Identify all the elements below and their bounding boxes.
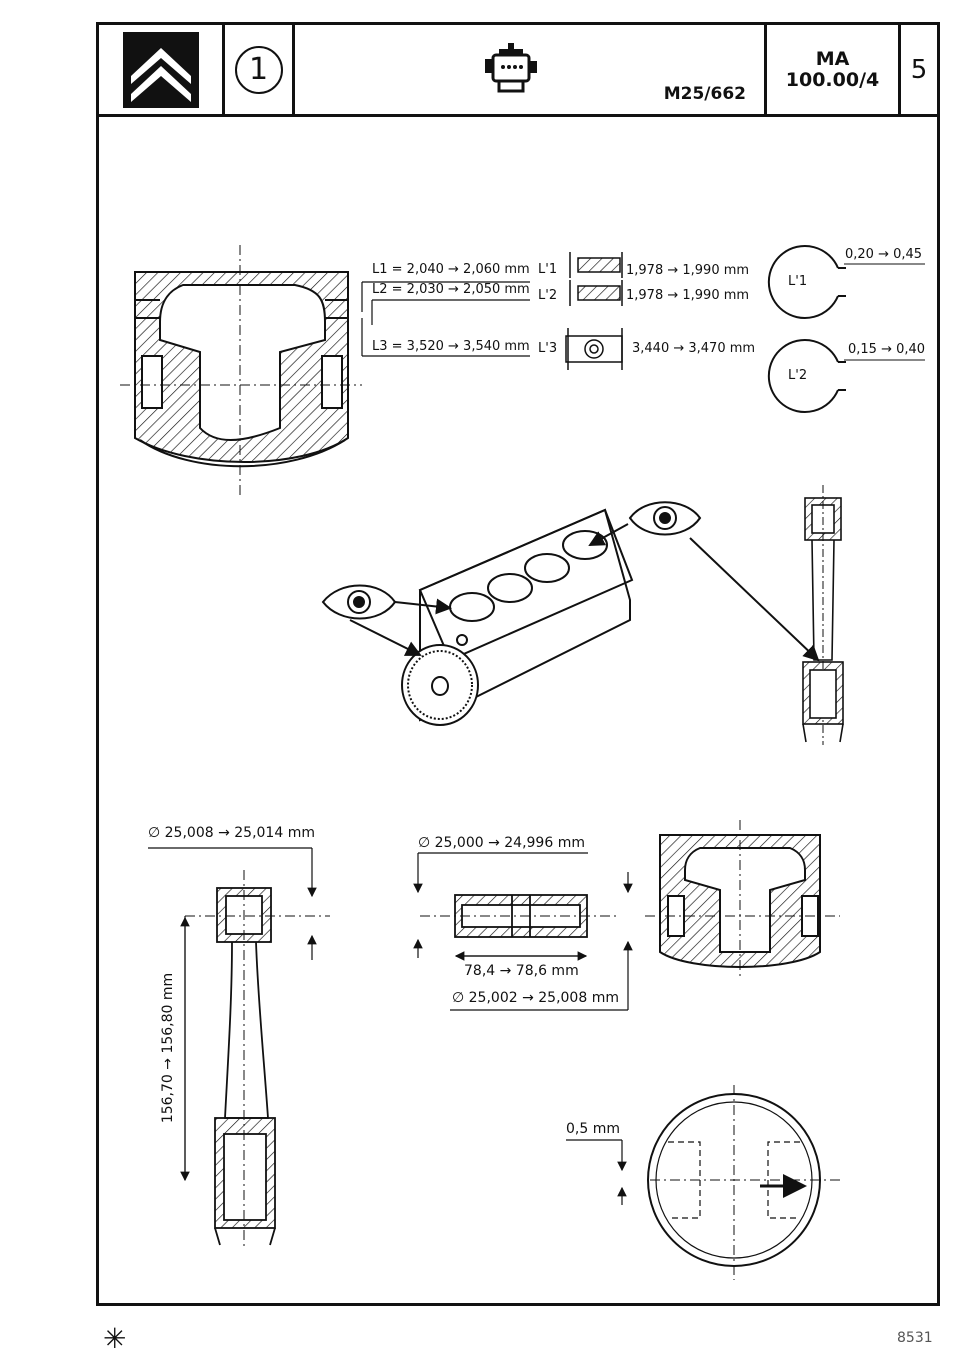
footer-reference: 8531 <box>897 1330 933 1346</box>
rod-length: 156,70 → 156,80 mm <box>160 972 177 1124</box>
ring3-thickness: 3,440 → 3,470 mm <box>632 341 756 356</box>
citroen-logo <box>99 25 225 114</box>
ring1-gap-circle-label: L'1 <box>788 274 808 289</box>
ring1-label: L'1 <box>538 262 558 277</box>
ring-gap-circles <box>767 245 925 413</box>
ring2-gap-circle-label: L'2 <box>788 368 808 383</box>
ring-groove-leaders <box>361 281 530 357</box>
ring2-gap: 0,15 → 0,40 <box>848 342 926 357</box>
step-number: 1 <box>234 45 283 94</box>
ring1-gap: 0,20 → 0,45 <box>845 247 923 262</box>
ring1-groove-width: L1 = 2,040 → 2,060 mm <box>372 262 530 277</box>
citroen-chevron-icon <box>122 31 199 108</box>
manual-ref-cell: MA 100.00/4 <box>767 25 901 114</box>
engine-icon <box>485 43 537 93</box>
inspection-eye-icons <box>321 501 820 662</box>
ring3-label: L'3 <box>538 341 558 356</box>
rod-dimension-lines <box>148 847 317 1182</box>
ring1-thickness: 1,978 → 1,990 mm <box>626 263 750 278</box>
ring3-groove-width: L3 = 3,520 → 3,540 mm <box>372 339 530 354</box>
title-cell: M25/662 <box>295 25 767 114</box>
manual-ref-line1: MA <box>815 47 850 70</box>
ring2-thickness: 1,978 → 1,990 mm <box>626 288 750 303</box>
connecting-rod-large <box>185 870 330 1250</box>
pin-offset: 0,5 mm <box>566 1121 620 1137</box>
piston-section-top <box>120 245 362 495</box>
ring2-groove-width: L2 = 2,030 → 2,050 mm <box>372 282 530 297</box>
step-number-cell: 1 <box>225 25 295 114</box>
piston-pin-bore: ∅ 25,002 → 25,008 mm <box>452 990 619 1006</box>
header-bar: 1 M25/662 MA 100.00/4 5 <box>96 22 940 117</box>
manual-ref-line2: 100.00/4 <box>785 68 880 91</box>
gudgeon-pin <box>420 894 620 938</box>
piston-section-bottom <box>645 820 840 980</box>
footer-symbol: ✳ <box>103 1322 127 1355</box>
rod-small-end-bore: ∅ 25,008 → 25,014 mm <box>148 825 315 841</box>
pin-dimension-lines <box>413 852 633 1011</box>
pin-length: 78,4 → 78,6 mm <box>464 963 579 979</box>
piston-top-view <box>647 1085 840 1280</box>
ring-sections <box>565 252 623 370</box>
ring2-label: L'2 <box>538 288 558 303</box>
offset-dimension <box>566 1139 627 1205</box>
pin-outer-diameter: ∅ 25,000 → 24,996 mm <box>418 835 585 851</box>
page-number: 5 <box>910 54 928 85</box>
model-code: M25/662 <box>663 84 746 104</box>
connecting-rod-small <box>802 485 844 745</box>
cylinder-block <box>401 508 634 726</box>
